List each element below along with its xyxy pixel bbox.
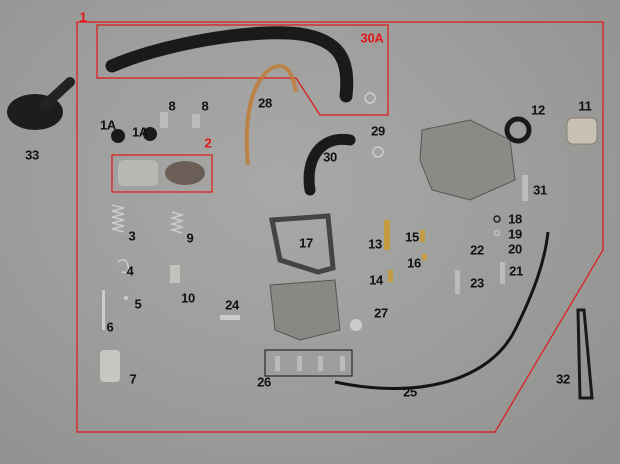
part-21 (500, 262, 505, 284)
part-29 (372, 146, 384, 158)
label-4: 4 (126, 263, 134, 279)
part-19 (493, 229, 501, 237)
label-9: 9 (186, 230, 194, 246)
label-30: 30 (323, 149, 337, 165)
part-16 (422, 254, 427, 260)
label-8: 8 (168, 98, 176, 114)
part-12 (504, 116, 532, 144)
label-7: 7 (129, 371, 137, 387)
part-25-tube (334, 231, 550, 390)
part-13 (384, 220, 390, 250)
part-carburetor (419, 119, 516, 201)
part-14 (388, 270, 393, 282)
label-21: 21 (509, 263, 523, 279)
label-20: 20 (508, 241, 522, 257)
part-10 (170, 265, 180, 283)
part-8b (192, 114, 200, 128)
label-1: 1 (79, 9, 87, 25)
group-30A-outline (96, 24, 389, 116)
label-11: 11 (578, 98, 592, 114)
part-30A-hose (105, 26, 354, 103)
label-12: 12 (531, 102, 545, 118)
label-1A: 1A (131, 124, 149, 140)
label-2: 2 (204, 135, 212, 151)
label-1A: 1A (99, 117, 117, 133)
part-30A-clip (364, 92, 376, 104)
label-19: 19 (508, 226, 522, 242)
label-31: 31 (533, 182, 547, 198)
part-31 (522, 175, 528, 201)
group-1-outline (76, 21, 604, 433)
label-25: 25 (403, 384, 417, 400)
part-2a (118, 160, 158, 186)
part-3-spring (111, 204, 125, 233)
group-26-outline (264, 349, 353, 377)
label-10: 10 (181, 290, 195, 306)
part-1Ab (143, 127, 157, 141)
label-27: 27 (374, 305, 388, 321)
label-22: 22 (470, 242, 484, 258)
part-30-hose (303, 133, 356, 196)
label-33: 33 (25, 147, 39, 163)
part-17-gasket (268, 213, 336, 275)
label-8: 8 (201, 98, 209, 114)
label-14: 14 (369, 272, 383, 288)
label-13: 13 (368, 236, 382, 252)
label-30A: 30A (360, 30, 384, 46)
part-7-slide (100, 350, 120, 382)
part-28-tube (244, 64, 298, 166)
label-29: 29 (371, 123, 385, 139)
label-6: 6 (106, 319, 114, 335)
part-float-bowl (269, 279, 341, 341)
part-24 (220, 315, 240, 320)
part-11 (566, 117, 598, 145)
label-26: 26 (257, 374, 271, 390)
group-2-outline (111, 154, 213, 193)
label-23: 23 (470, 275, 484, 291)
label-15: 15 (405, 229, 419, 245)
part-5 (124, 296, 128, 300)
part-2b (165, 161, 205, 185)
label-16: 16 (407, 255, 421, 271)
part-4-clip (117, 259, 130, 274)
part-15 (420, 230, 425, 242)
label-17: 17 (299, 235, 313, 251)
part-18 (493, 215, 501, 223)
label-24: 24 (225, 297, 239, 313)
label-5: 5 (134, 296, 142, 312)
label-18: 18 (508, 211, 522, 227)
part-1Aa (111, 129, 125, 143)
label-32: 32 (556, 371, 570, 387)
part-6-needle (102, 290, 105, 330)
label-3: 3 (128, 228, 136, 244)
part-8a (160, 112, 168, 128)
part-23 (455, 270, 460, 294)
part-9-spring (169, 211, 185, 234)
label-28: 28 (258, 95, 272, 111)
part-32-bracket (576, 308, 594, 400)
part-26-screws (275, 356, 345, 371)
part-27 (350, 319, 362, 331)
